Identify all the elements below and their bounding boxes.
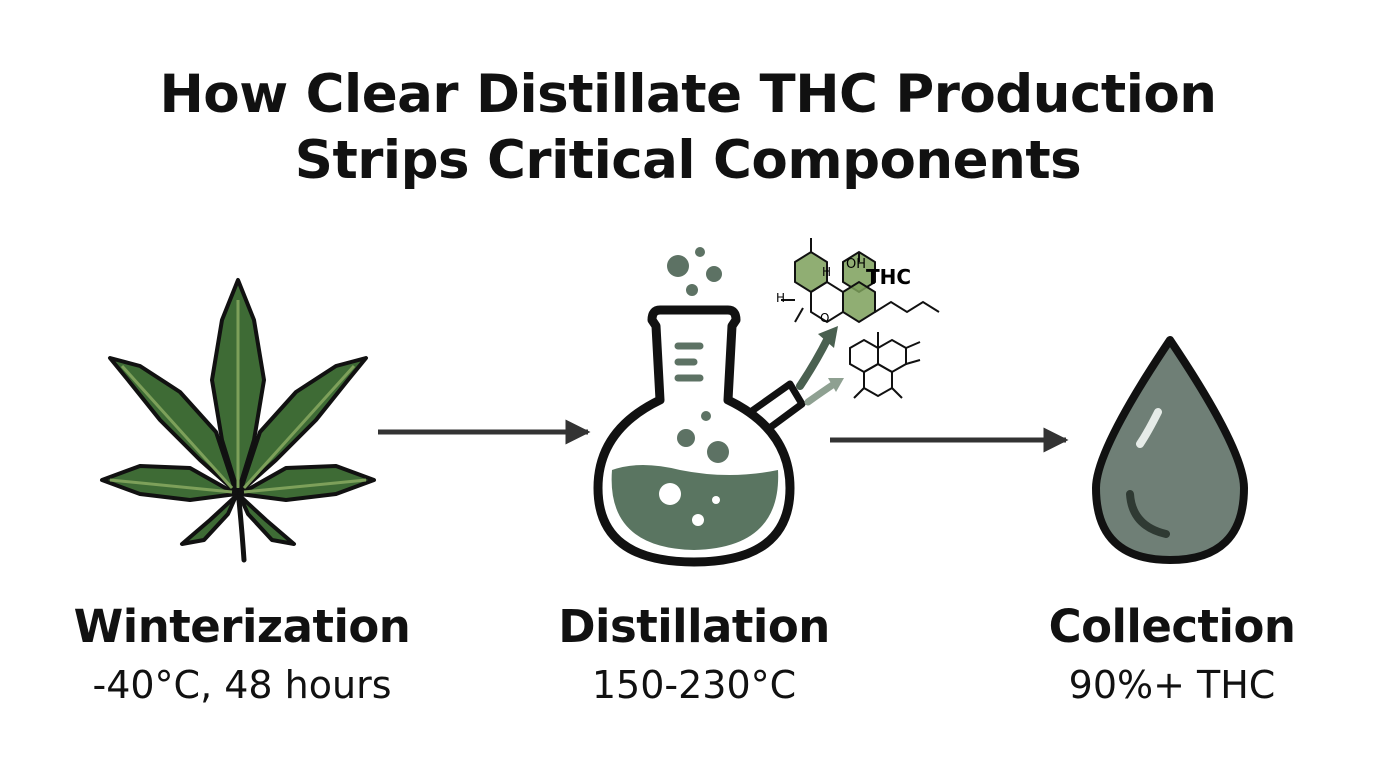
step-detail-winterization: -40°C, 48 hours	[92, 663, 392, 707]
molecule-thc-label: THC	[866, 265, 911, 289]
step-name-winterization: Winterization	[73, 600, 411, 653]
title-line-2: Strips Critical Components	[294, 130, 1082, 191]
step-detail-distillation: 150-230°C	[591, 663, 797, 707]
molecule-h-label-1: H	[822, 265, 831, 279]
title-line-1: How Clear Distillate THC Production	[159, 64, 1217, 125]
step-name-collection: Collection	[1048, 600, 1296, 653]
thc-molecule-icon	[781, 238, 940, 324]
molecule-h-label-2: H	[776, 291, 785, 305]
vapor-arrow-up	[796, 334, 832, 390]
vapor-arrow-side	[804, 380, 838, 406]
cannabis-leaf-icon	[100, 278, 376, 563]
step-detail-collection: 90%+ THC	[1068, 663, 1276, 707]
molecule-oh-label: OH	[846, 257, 866, 272]
diagram-title: How Clear Distillate THC Production Stri…	[0, 62, 1376, 194]
terpene-molecule-icon	[849, 332, 921, 399]
droplet-icon	[1092, 336, 1248, 564]
molecule-o-label: O	[820, 311, 829, 325]
step-name-distillation: Distillation	[558, 600, 830, 653]
flask-icon	[593, 247, 806, 567]
